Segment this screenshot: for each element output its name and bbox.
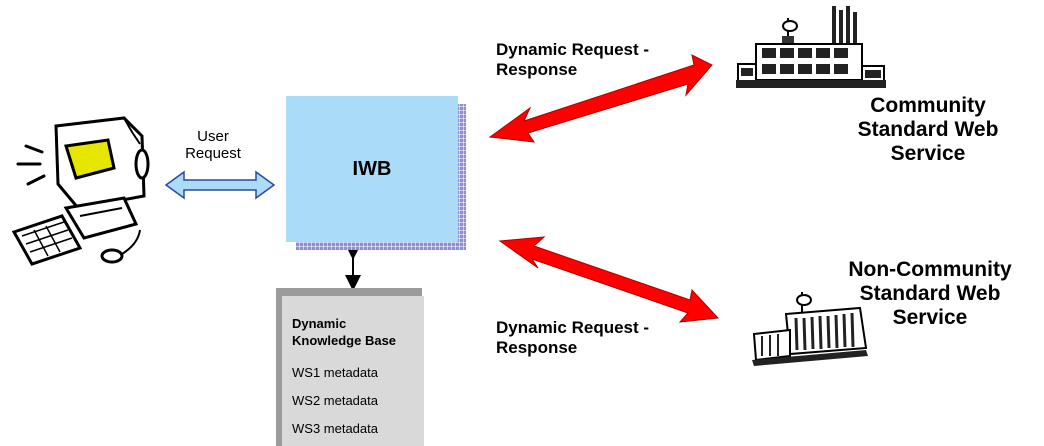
community-line1: Community [870, 94, 986, 117]
user-request-line1: User [197, 128, 229, 145]
kb-item-ws3: WS3 metadata [292, 421, 378, 436]
non-community-line1: Non-Community [848, 258, 1012, 281]
bottom-red-double-arrow [498, 236, 720, 323]
top-red-double-arrow [488, 54, 713, 143]
user-request-label: User Request [178, 128, 248, 163]
non-community-line3: Service [892, 306, 968, 330]
iwb-box: IWB [286, 96, 458, 242]
top-arrow-label: Dynamic Request - Response [496, 40, 649, 79]
kb-item-ws1: WS1 metadata [292, 365, 378, 380]
bottom-arrow-label-line1: Dynamic Request - [496, 318, 650, 337]
top-arrow-label-line2: Response [496, 59, 578, 79]
top-arrow-label-line1: Dynamic Request - [496, 40, 650, 59]
kb-title-line1: Dynamic [292, 316, 347, 331]
community-line3: Service [890, 142, 966, 166]
kb-item-ws2: WS2 metadata [292, 393, 378, 408]
user-request-double-arrow [164, 170, 276, 200]
user-request-line2: Request [185, 145, 241, 163]
kb-title-line2: Knowledge Base [292, 332, 397, 348]
community-line2: Standard Web [857, 118, 999, 142]
community-service-label: Community Standard Web Service [838, 94, 1018, 166]
non-community-line2: Standard Web [859, 282, 1001, 306]
bottom-arrow-label-line2: Response [496, 337, 578, 357]
knowledge-base-card: Dynamic Knowledge Base WS1 metadata WS2 … [282, 296, 424, 446]
non-community-service-label: Non-Community Standard Web Service [830, 258, 1030, 330]
factory-building-icon [736, 6, 886, 88]
computer-user-icon [11, 116, 150, 266]
bottom-arrow-label: Dynamic Request - Response [496, 318, 649, 357]
office-building-icon [752, 292, 868, 366]
iwb-label: IWB [352, 158, 392, 180]
knowledge-base-title: Dynamic Knowledge Base [292, 316, 396, 350]
